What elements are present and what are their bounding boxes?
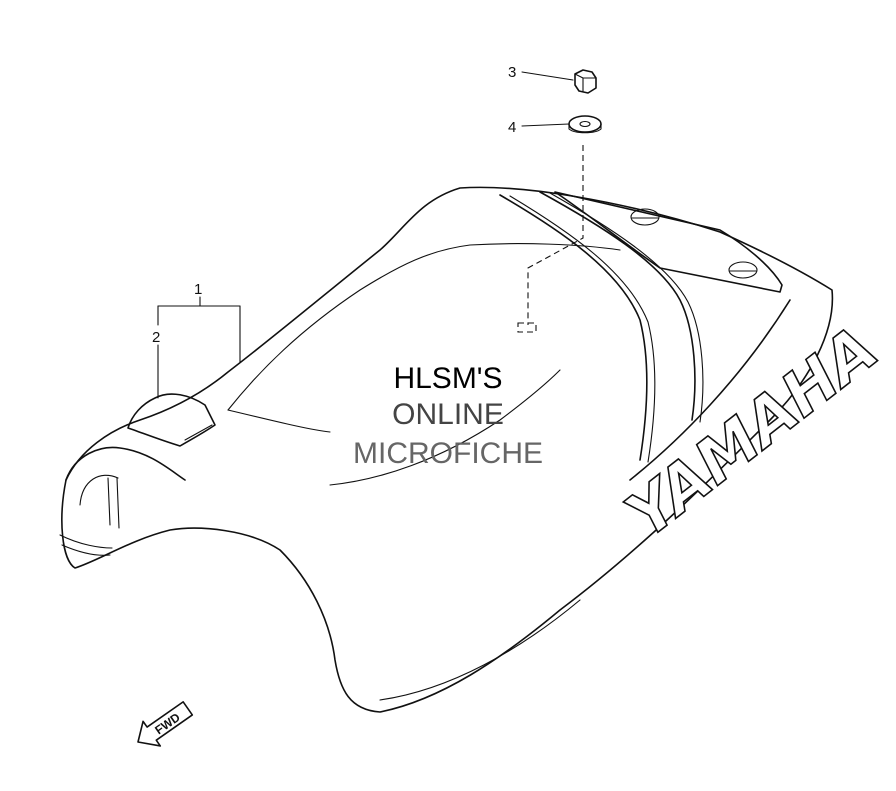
seat-brand-text: YAMAHA	[612, 312, 891, 552]
watermark-line-2: ONLINE	[392, 398, 504, 431]
callout-3[interactable]: 3	[508, 64, 516, 81]
watermark: HLSM'S ONLINE MICROFICHE	[353, 362, 543, 470]
callout-2[interactable]: 2	[152, 329, 160, 346]
nut-part	[574, 69, 597, 94]
forward-arrow-icon	[137, 701, 194, 747]
callout-leaders	[157, 71, 574, 399]
watermark-line-1: HLSM'S	[393, 362, 502, 395]
washer-part	[568, 115, 602, 134]
fwd-label: FWD	[152, 710, 183, 737]
callout-1[interactable]: 1	[194, 281, 202, 298]
fwd-marker: FWD	[137, 701, 194, 747]
watermark-line-3: MICROFICHE	[353, 437, 543, 470]
callout-4[interactable]: 4	[508, 119, 516, 136]
